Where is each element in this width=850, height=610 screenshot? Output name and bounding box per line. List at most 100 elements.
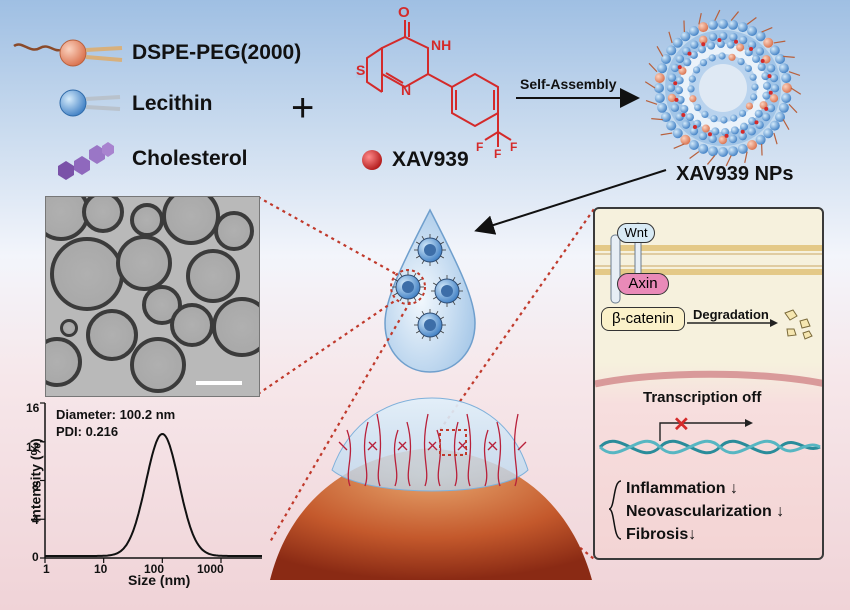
vesicle: [170, 303, 214, 347]
peg-chain: [725, 155, 732, 167]
effect-inflammation: Inflammation ↓: [626, 477, 784, 500]
vesicle: [162, 197, 220, 245]
lipid-bead: [666, 83, 676, 93]
blood-vessel: [488, 441, 498, 451]
lipid-bead: [699, 59, 708, 67]
to-eyedrop-arrow: [474, 169, 667, 235]
lipid-bead: [675, 86, 684, 95]
lipid-bead: [747, 140, 758, 151]
lipid-bead: [730, 114, 738, 122]
peg-chain: [421, 235, 425, 240]
lipid-bead: [660, 53, 671, 64]
lipid-bead: [676, 95, 685, 104]
peg-chain: [651, 118, 663, 121]
lipid-bead: [721, 127, 730, 136]
lipid-bead: [781, 93, 792, 104]
peg-chain: [730, 11, 740, 21]
lipid-bead: [755, 134, 766, 145]
blood-vessel: [363, 421, 369, 487]
lipid-bead: [680, 31, 691, 42]
xav939-structure: [366, 20, 512, 147]
atom-f1: F: [476, 140, 484, 154]
blood-vessel: [427, 441, 437, 451]
down-arrow-icon: ↓: [688, 526, 697, 543]
lipid-bead: [707, 146, 718, 157]
lipid-bead: [718, 147, 728, 157]
peg-chain: [706, 155, 716, 165]
lipid-bead: [660, 112, 671, 123]
peg-chain: [413, 272, 417, 277]
self-assembly-label: Self-Assembly: [520, 76, 617, 92]
peg-chain: [673, 143, 685, 149]
lipid-bead: [748, 117, 757, 126]
peg-chain: [432, 296, 437, 300]
lecithin-label: Lecithin: [132, 92, 213, 115]
lipid-bead: [745, 102, 754, 110]
lipid-bead: [667, 73, 677, 82]
y-tick-label: 4: [32, 513, 39, 527]
peg-chain: [788, 103, 798, 114]
lipid-bead: [685, 113, 694, 122]
blood-vessel: [487, 441, 497, 451]
nanoparticle-core: [441, 285, 453, 297]
peg-chain: [790, 87, 802, 95]
lipid-bead: [737, 143, 748, 154]
drug-molecule: [701, 42, 706, 47]
lipid-bead: [688, 140, 699, 151]
vesicle: [82, 197, 124, 233]
lipid-bead: [761, 72, 770, 81]
lipid-bead: [738, 35, 748, 45]
drug-molecule: [734, 39, 739, 44]
beta-catenin-protein: β-catenin: [601, 307, 685, 331]
lipid-bead: [701, 124, 710, 133]
lipid-bead: [744, 64, 752, 73]
blood-vessel: [483, 429, 489, 487]
lipid-bead: [762, 91, 771, 100]
blood-vessel: [406, 421, 412, 487]
peg-chain: [438, 301, 442, 306]
peg-chain: [432, 282, 437, 286]
lipid-bead: [687, 85, 695, 93]
lipid-bead: [666, 45, 677, 56]
lipid-bead: [782, 83, 792, 93]
peg-chain: [415, 255, 420, 259]
dls-plot: [40, 402, 262, 563]
down-arrow-icon: ↓: [730, 480, 739, 497]
drug-molecule: [767, 74, 772, 79]
lipid-bead: [708, 134, 717, 144]
peg-chain: [435, 235, 439, 240]
lipid-bead: [710, 115, 718, 123]
effect-neovascularization: Neovascularization ↓: [626, 500, 784, 523]
blood-vessel: [436, 429, 442, 487]
drug-molecule: [673, 81, 678, 86]
drug-molecule: [764, 106, 769, 111]
lipid-bead: [680, 105, 689, 114]
dls-diameter-annotation: Diameter: 100.2 nm: [56, 407, 176, 422]
lipid-bead: [762, 81, 771, 90]
lipid-bead: [689, 95, 697, 103]
lipid-bead: [769, 120, 780, 131]
peg-chain: [413, 297, 417, 302]
lipid-bead: [707, 19, 718, 30]
peg-chain: [744, 151, 748, 164]
peg-chain: [452, 276, 456, 281]
therapeutic-effects-list: Inflammation ↓ Neovascularization ↓ Fibr…: [626, 477, 784, 546]
peg-chain: [644, 81, 656, 89]
drug-molecule: [687, 51, 692, 56]
peg-chain: [668, 31, 673, 44]
lipid-bead: [667, 93, 677, 103]
lipid-bead: [716, 40, 725, 49]
x-tick-label: 1000: [197, 562, 224, 576]
y-tick-label: 8: [32, 479, 39, 493]
vesicle: [50, 237, 124, 311]
dls-size-distribution-curve: [45, 432, 262, 557]
effect-label: Neovascularization: [626, 503, 772, 520]
peg-chain: [440, 316, 445, 320]
xav939-drug-icon: [362, 150, 382, 170]
lipid-bead: [757, 62, 766, 71]
dspe-peg-label: DSPE-PEG(2000): [132, 41, 302, 64]
x-tick-label: 1: [43, 562, 50, 576]
peg-chain: [438, 276, 442, 281]
lipid-bead: [708, 54, 716, 62]
